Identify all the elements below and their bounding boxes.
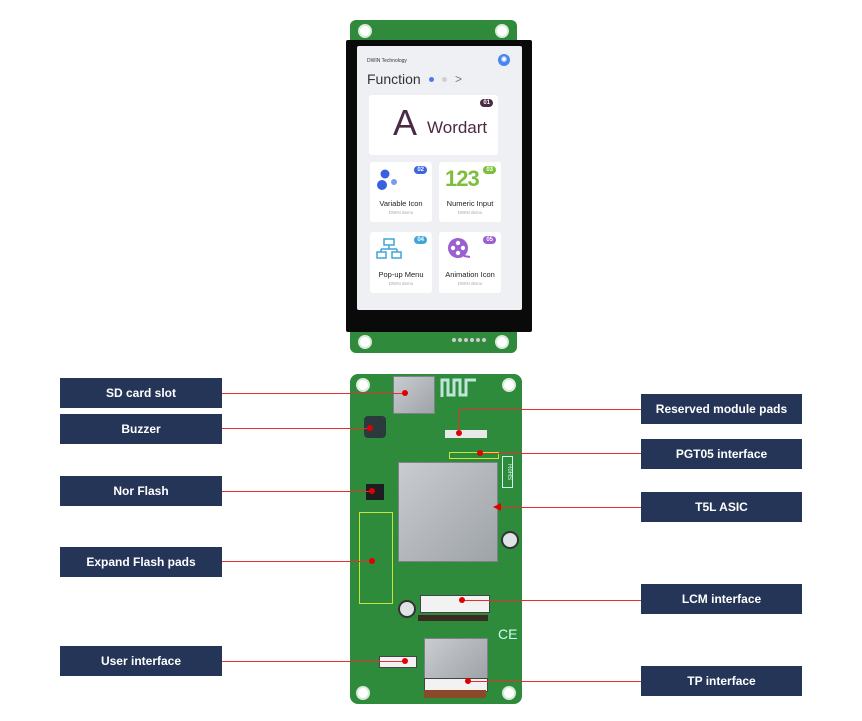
lcm-ribbon: [418, 615, 488, 621]
callout-reserved-module-pads: Reserved module pads: [641, 394, 802, 424]
lcm-connector: [420, 595, 490, 613]
callout-pin: [465, 678, 471, 684]
callout-pin: [402, 390, 408, 396]
bubbles-icon: [377, 169, 397, 190]
numbers-icon: 123: [445, 166, 480, 191]
leader-line: [222, 661, 405, 662]
card-title: Pop-up Menu: [378, 270, 424, 279]
leader-line: [500, 507, 641, 508]
leader-line: [222, 491, 372, 492]
card-badge: 03: [483, 166, 496, 174]
card-badge: 02: [414, 166, 427, 174]
reserved-module-pads: [445, 430, 487, 438]
pin-header: [452, 338, 492, 342]
mount-hole: [495, 335, 509, 349]
callout-pin: [456, 430, 462, 436]
card-subtitle: DWIN demo: [388, 210, 414, 215]
callout-pin: [459, 597, 465, 603]
leader-line: [462, 600, 641, 601]
film-reel-icon: [448, 238, 471, 258]
callout-expand-flash-pads: Expand Flash pads: [60, 547, 222, 577]
card-wordart[interactable]: 01 A Wordart: [369, 95, 498, 155]
wordart-a-icon: A: [393, 102, 418, 143]
expand-flash-zone: [359, 512, 393, 604]
mount-hole: [495, 24, 509, 38]
card-variable-icon[interactable]: 02 Variable Icon DWIN demo: [370, 162, 432, 222]
brand-text: DWIN Technology: [367, 58, 407, 64]
callout-sd-card-slot: SD card slot: [60, 378, 222, 408]
pgt05-interface-zone: [449, 452, 499, 459]
user-interface-connector: [379, 656, 417, 668]
page-indicator: >: [429, 72, 463, 86]
leader-line: [468, 681, 641, 682]
callout-tp-interface: TP interface: [641, 666, 802, 696]
leader-line: [222, 428, 370, 429]
t5l-asic-shield: [398, 462, 498, 562]
card-title: Variable Icon: [379, 199, 423, 208]
mount-hole: [356, 686, 370, 700]
callout-pgt05-interface: PGT05 interface: [641, 439, 802, 469]
ce-marking: CE: [498, 626, 518, 642]
card-popup-menu[interactable]: 04 Pop-up Menu DWIN demo: [370, 232, 432, 293]
card-numeric-input[interactable]: 03 123 Numeric Input DWIN demo: [439, 162, 501, 222]
callout-buzzer: Buzzer: [60, 414, 222, 444]
callout-pin: [369, 488, 375, 494]
leader-line: [222, 561, 372, 562]
callout-t5l-asic: T5L ASIC: [641, 492, 802, 522]
card-subtitle: DWIN demo: [457, 210, 483, 215]
antenna-pattern: [440, 378, 476, 397]
callout-arrow-icon: [493, 503, 501, 511]
mount-hole: [502, 686, 516, 700]
mount-hole: [358, 24, 372, 38]
callout-pin: [367, 425, 373, 431]
tp-ribbon: [424, 690, 486, 698]
callout-pin: [369, 558, 375, 564]
leader-line: [480, 453, 641, 454]
card-title: Wordart: [427, 118, 488, 137]
mount-hole: [358, 335, 372, 349]
callout-nor-flash: Nor Flash: [60, 476, 222, 506]
page-dot-active[interactable]: [429, 76, 434, 82]
back-pcb: RoHS CE: [350, 374, 522, 704]
chevron-right-icon[interactable]: >: [455, 72, 463, 86]
card-subtitle: DWIN demo: [457, 281, 483, 286]
card-badge: 01: [480, 99, 493, 107]
display-screen: DWIN Technology ✺ Function > 01 A Wordar…: [357, 46, 522, 310]
rohs-marking: RoHS: [502, 456, 513, 488]
page-title: Function: [367, 71, 421, 87]
leader-line: [460, 409, 641, 410]
buzzer: [364, 416, 386, 438]
capacitor: [398, 600, 416, 618]
callout-user-interface: User interface: [60, 646, 222, 676]
card-animation-icon[interactable]: 05 Animation Icon DWIN demo: [439, 232, 501, 293]
card-title: Numeric Input: [446, 199, 494, 208]
hierarchy-icon: [376, 238, 402, 259]
card-badge: 05: [483, 236, 496, 244]
capacitor: [501, 531, 519, 549]
sd-card-slot: [393, 376, 435, 414]
callout-lcm-interface: LCM interface: [641, 584, 802, 614]
callout-pin: [477, 450, 483, 456]
mount-hole: [502, 378, 516, 392]
gear-icon[interactable]: ✺: [498, 54, 510, 66]
leader-line: [222, 393, 405, 394]
page-dot[interactable]: [442, 76, 447, 82]
card-subtitle: DWIN demo: [388, 281, 414, 286]
card-badge: 04: [414, 236, 427, 244]
mount-hole: [356, 378, 370, 392]
tp-shield: [424, 638, 488, 680]
card-title: Animation Icon: [445, 270, 495, 279]
callout-pin: [402, 658, 408, 664]
leader-line: [459, 409, 460, 433]
